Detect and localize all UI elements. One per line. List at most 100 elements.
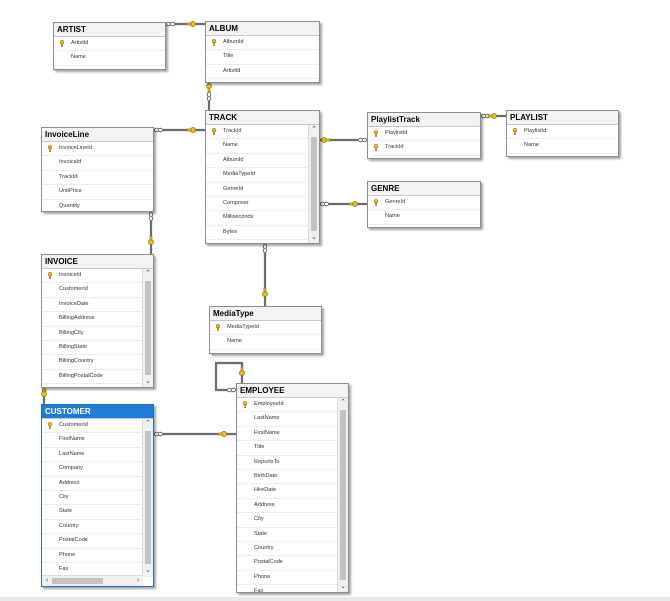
scroll-thumb[interactable]: [145, 431, 151, 564]
field-row[interactable]: Name: [368, 210, 480, 225]
key-end-icon: [217, 431, 227, 437]
field-name: Title: [223, 53, 234, 60]
field-row[interactable]: EmployeeId: [237, 398, 348, 413]
field-row[interactable]: MediaTypeId: [210, 321, 321, 336]
field-row[interactable]: Country: [237, 542, 348, 557]
field-row[interactable]: Fax: [237, 585, 348, 592]
vertical-scrollbar[interactable]: ⌃ ⌄: [308, 125, 319, 243]
field-name: GenreId: [223, 185, 244, 192]
field-row[interactable]: Company: [42, 462, 153, 477]
field-row[interactable]: AlbumId: [206, 154, 319, 169]
field-name: UnitPrice: [59, 188, 82, 195]
scroll-up-icon[interactable]: ⌃: [311, 126, 317, 133]
field-row[interactable]: HireDate: [237, 484, 348, 499]
field-row[interactable]: BillingAddress: [42, 312, 153, 327]
field-row[interactable]: BillingPostalCode: [42, 370, 153, 385]
field-row[interactable]: PostalCode: [237, 556, 348, 571]
field-row[interactable]: Address: [42, 477, 153, 491]
field-row[interactable]: Total: [42, 384, 153, 387]
scroll-up-icon[interactable]: ⌃: [145, 420, 151, 427]
field-row[interactable]: Name: [507, 139, 618, 154]
field-row[interactable]: Composer: [206, 197, 319, 212]
field-row[interactable]: InvoiceLineId: [42, 142, 153, 157]
field-row[interactable]: AlbumId: [206, 36, 319, 51]
field-row[interactable]: BillingCity: [42, 327, 153, 341]
field-row[interactable]: FirstName: [237, 427, 348, 442]
field-row[interactable]: TrackId: [42, 171, 153, 186]
scroll-right-icon[interactable]: ›: [136, 577, 140, 584]
scroll-down-icon[interactable]: ⌄: [340, 583, 346, 590]
field-row[interactable]: UnitPrice: [206, 240, 319, 243]
field-row[interactable]: GenreId: [206, 183, 319, 197]
field-row[interactable]: BillingCountry: [42, 355, 153, 370]
field-row[interactable]: City: [237, 513, 348, 528]
field-row[interactable]: Country: [42, 520, 153, 535]
field-row[interactable]: Phone: [42, 549, 153, 563]
field-row[interactable]: PostalCode: [42, 534, 153, 549]
field-row[interactable]: ArtistId: [54, 37, 165, 52]
scroll-thumb[interactable]: [52, 578, 103, 584]
field-row[interactable]: PlaylistId: [507, 125, 618, 140]
scroll-thumb[interactable]: [311, 137, 317, 231]
field-row[interactable]: MediaTypeId: [206, 168, 319, 183]
scroll-down-icon[interactable]: ⌄: [145, 378, 151, 385]
field-row[interactable]: State: [237, 528, 348, 542]
vertical-scrollbar[interactable]: ⌃ ⌄: [142, 419, 153, 576]
field-row[interactable]: BillingState: [42, 341, 153, 356]
field-row[interactable]: Address: [237, 499, 348, 514]
scroll-thumb[interactable]: [340, 410, 346, 580]
scroll-thumb[interactable]: [145, 281, 151, 375]
horizontal-scrollbar[interactable]: ‹ ›: [42, 575, 143, 586]
field-name: PostalCode: [254, 559, 283, 566]
field-row[interactable]: ArtistId: [206, 65, 319, 80]
field-row[interactable]: InvoiceId: [42, 156, 153, 171]
scroll-up-icon[interactable]: ⌃: [145, 270, 151, 277]
field-row[interactable]: TrackId: [368, 141, 480, 156]
field-row[interactable]: Bytes: [206, 226, 319, 241]
field-row[interactable]: Quantity: [42, 200, 153, 211]
field-row[interactable]: LastName: [237, 412, 348, 427]
field-row[interactable]: Milliseconds: [206, 211, 319, 226]
scroll-up-icon[interactable]: ⌃: [340, 399, 346, 406]
field-row[interactable]: TrackId: [206, 125, 319, 140]
field-row[interactable]: UnitPrice: [42, 185, 153, 200]
field-row[interactable]: PlaylistId: [368, 127, 480, 142]
field-row[interactable]: Name: [54, 51, 165, 66]
field-row[interactable]: CustomerId: [42, 283, 153, 298]
canvas-bottom-edge: [0, 597, 670, 601]
field-row[interactable]: ReportsTo: [237, 456, 348, 470]
vertical-scrollbar[interactable]: ⌃ ⌄: [142, 269, 153, 387]
field-row[interactable]: FirstName: [42, 433, 153, 448]
field-row[interactable]: LastName: [42, 448, 153, 463]
field-row[interactable]: City: [42, 491, 153, 506]
field-row[interactable]: Title: [206, 50, 319, 65]
field-row[interactable]: State: [42, 505, 153, 520]
field-row[interactable]: InvoiceDate: [42, 298, 153, 313]
scroll-down-icon[interactable]: ⌄: [145, 567, 151, 574]
field-row[interactable]: GenreId: [368, 196, 480, 211]
field-name: Fax: [59, 565, 69, 572]
key-icon: [47, 272, 53, 279]
field-row[interactable]: BirthDate: [237, 470, 348, 485]
field-row[interactable]: Phone: [237, 571, 348, 586]
vertical-scrollbar[interactable]: ⌃ ⌄: [337, 398, 348, 592]
field-row[interactable]: Name: [210, 335, 321, 350]
scroll-left-icon[interactable]: ‹: [45, 577, 49, 584]
field-row[interactable]: Title: [237, 441, 348, 456]
field-row[interactable]: InvoiceId: [42, 269, 153, 284]
scroll-down-icon[interactable]: ⌄: [311, 234, 317, 241]
field-row[interactable]: CustomerId: [42, 419, 153, 434]
field-row[interactable]: Name: [206, 139, 319, 154]
